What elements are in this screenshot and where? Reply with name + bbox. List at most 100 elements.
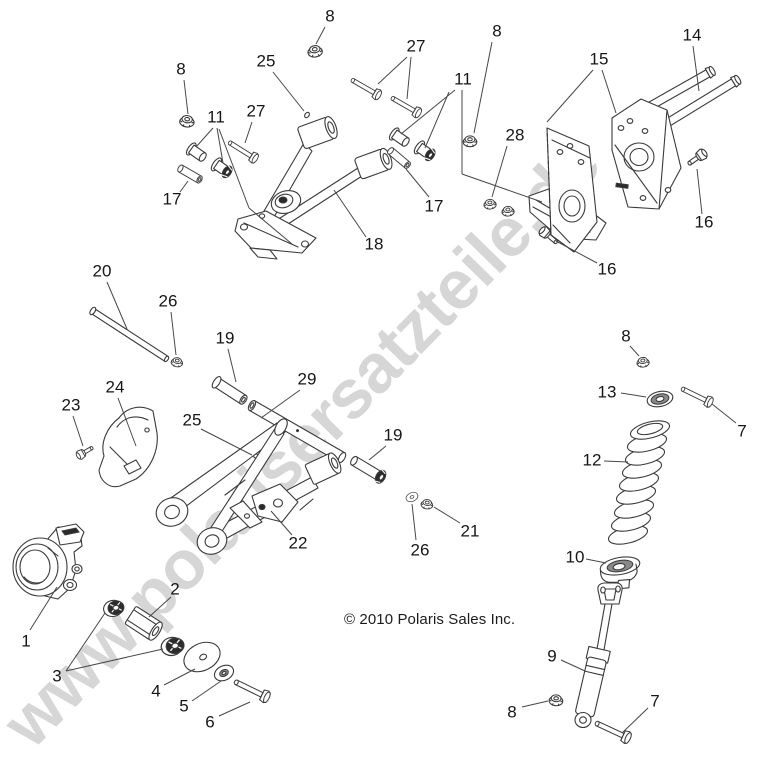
callout-8: 8 (621, 326, 631, 346)
part-19-sleeve (350, 455, 387, 484)
part-5-washer (213, 664, 235, 682)
leader-line-2 (148, 596, 172, 618)
leader-line-18 (333, 189, 367, 238)
fasteners-top (176, 44, 710, 248)
leader-line-5 (191, 680, 222, 702)
leader-line-11 (248, 207, 293, 245)
callout-16: 16 (597, 259, 617, 279)
callout-18: 18 (364, 234, 384, 254)
leader-line-11 (400, 89, 456, 135)
callout-29: 29 (297, 369, 317, 389)
leader-line-13 (620, 392, 647, 398)
callout-8: 8 (507, 702, 517, 722)
leader-line-26 (411, 503, 417, 541)
leader-line-1 (29, 586, 58, 631)
callout-8: 8 (492, 21, 502, 41)
part-10-spring-retainer (599, 556, 641, 590)
callout-14: 14 (682, 25, 702, 45)
callout-8: 8 (325, 6, 335, 26)
leader-line-19 (368, 445, 387, 461)
middle-hardware (74, 306, 434, 511)
leader-line-11 (218, 128, 250, 209)
leader-line-28 (491, 145, 508, 198)
leader-line-6 (218, 701, 251, 717)
leader-line-16 (555, 240, 598, 264)
leader-line-3 (65, 648, 164, 672)
callout-8: 8 (176, 59, 186, 79)
leader-line-14 (692, 45, 700, 92)
callout-6: 6 (205, 712, 215, 732)
leader-line-25 (200, 428, 253, 456)
part-15-pivot-brackets (528, 98, 682, 253)
leader-line-4 (163, 668, 196, 686)
callout-24: 24 (105, 377, 125, 397)
leader-line-26 (170, 311, 177, 356)
callout-26: 26 (158, 291, 178, 311)
leader-line-23 (72, 415, 84, 447)
callout-17: 17 (424, 196, 444, 216)
callout-26: 26 (410, 540, 430, 560)
callout-25: 25 (182, 410, 202, 430)
part-2-spacer (124, 606, 163, 641)
leader-line-7 (711, 403, 737, 424)
part-25-pin (304, 111, 310, 119)
leader-line-8 (521, 700, 549, 708)
leader-line-16 (696, 168, 703, 215)
part-18-upper-a-arm (234, 116, 393, 459)
callout-7: 7 (737, 421, 747, 441)
leader-line-24 (117, 397, 137, 447)
leader-line-21 (433, 506, 461, 524)
callout-11: 11 (207, 107, 225, 127)
part-22-lower-a-arm (155, 418, 342, 555)
leader-line-15 (546, 69, 594, 123)
leader-line-8 (473, 41, 493, 134)
part-9-shock-absorber (574, 582, 623, 729)
leader-line-9 (560, 659, 586, 672)
leader-line-25 (272, 71, 305, 112)
leader-line-27 (244, 121, 253, 144)
callout-3: 3 (52, 666, 62, 686)
leader-line-17 (179, 180, 189, 193)
leader-line-7 (621, 707, 649, 734)
callout-25: 25 (256, 51, 276, 71)
part-29-rod (247, 399, 347, 464)
callout-7: 7 (650, 691, 660, 711)
bushing-stack-bottom-left (101, 597, 273, 705)
leader-line-15 (601, 69, 617, 114)
callout-10: 10 (565, 547, 585, 567)
part-1-knuckle (12, 523, 85, 600)
callout-15: 15 (589, 49, 609, 69)
callout-22: 22 (288, 533, 308, 553)
callout-11: 11 (454, 69, 472, 89)
leader-line-29 (260, 389, 301, 419)
part-4-washer (183, 641, 221, 673)
callout-9: 9 (547, 646, 557, 666)
callout-27: 27 (246, 101, 266, 121)
callout-28: 28 (505, 125, 525, 145)
callout-23: 23 (61, 395, 81, 415)
leader-line-8 (629, 345, 640, 357)
part-12-coil-spring (607, 420, 671, 545)
part-24-guard (98, 406, 158, 488)
part-20-rod (89, 306, 170, 363)
callout-19: 19 (383, 425, 403, 445)
callout-19: 19 (215, 328, 235, 348)
callout-4: 4 (151, 681, 161, 701)
leader-line-17 (405, 168, 430, 198)
leader-line-19 (227, 348, 237, 383)
callout-16: 16 (694, 212, 714, 232)
leader-line-11 (461, 173, 543, 203)
callout-13: 13 (597, 382, 617, 402)
leader-lines (29, 26, 737, 734)
leader-line-27 (377, 56, 408, 85)
leader-line-27 (406, 56, 412, 100)
leader-line-11 (195, 127, 214, 148)
leader-line-8 (315, 26, 326, 45)
leader-line-20 (106, 281, 128, 330)
leader-line-22 (270, 510, 293, 536)
leader-line-10 (585, 558, 607, 564)
leader-line-12 (603, 460, 629, 463)
leader-line-3 (65, 612, 106, 672)
